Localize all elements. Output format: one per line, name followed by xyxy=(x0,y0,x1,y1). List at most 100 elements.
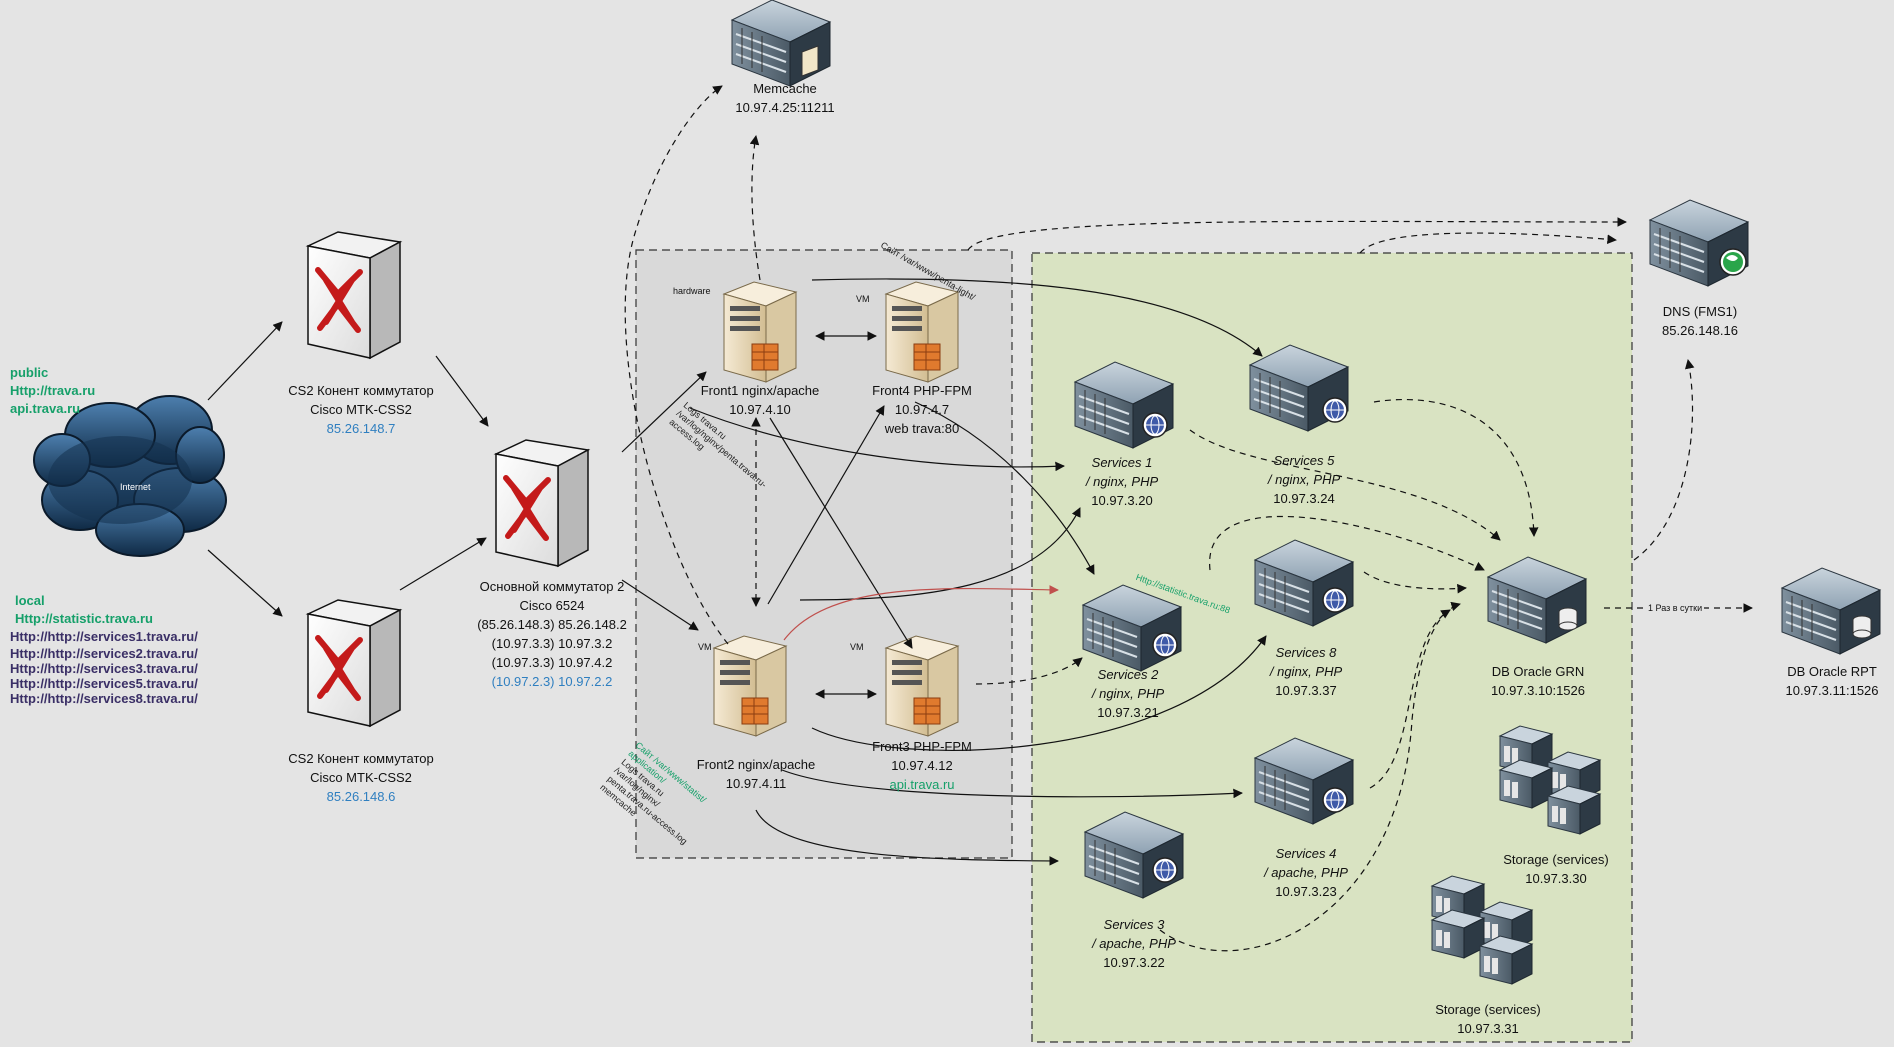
link-zone-dns xyxy=(1359,232,1617,254)
front2-ip: 10.97.4.11 xyxy=(725,776,787,791)
services8-label: Services 8 / nginx, PHP 10.97.3.37 xyxy=(1270,643,1342,700)
link-cs2top-main xyxy=(435,355,489,427)
link-services2-dbgrn xyxy=(1209,515,1485,571)
services8-name: Services 8 xyxy=(1275,645,1337,660)
main-switch-ip1: (85.26.148.3) 85.26.148.2 xyxy=(477,617,627,632)
storage1-ip: 10.97.3.30 xyxy=(1525,871,1587,886)
internet-label: Internet xyxy=(120,482,151,492)
front1-name: Front1 nginx/apache xyxy=(700,383,820,398)
memcache-ip: 10.97.4.25:11211 xyxy=(735,100,835,115)
local-services5-link[interactable]: Http://http://services5.trava.ru/ xyxy=(10,676,198,691)
storage2-name: Storage (services) xyxy=(1435,1002,1541,1017)
cs2-bottom-ip: 85.26.148.6 xyxy=(326,789,396,804)
public-link-site[interactable]: Http://trava.ru xyxy=(10,383,96,398)
services2-stack: / nginx, PHP xyxy=(1091,686,1165,701)
services5-label: Services 5 / nginx, PHP 10.97.3.24 xyxy=(1268,451,1340,508)
dns-label: DNS (FMS1) 85.26.148.16 xyxy=(1662,302,1738,340)
link-internet-cs2bottom xyxy=(207,549,283,617)
vm-tag-front2: VM xyxy=(698,642,712,652)
main-switch-ip2: (10.97.3.3) 10.97.3.2 xyxy=(491,636,613,651)
link-services4-dbgrn xyxy=(1369,609,1451,789)
storage1-name: Storage (services) xyxy=(1503,852,1609,867)
link-services3-dbgrn xyxy=(1159,601,1461,952)
storage1-label: Storage (services) 10.97.3.30 xyxy=(1503,850,1608,888)
main-switch-ip3: (10.97.3.3) 10.97.4.2 xyxy=(491,655,613,670)
services2-name: Services 2 xyxy=(1097,667,1159,682)
internet-cloud xyxy=(33,395,227,557)
storage2-label: Storage (services) 10.97.3.31 xyxy=(1435,1000,1540,1038)
front2-label: Front2 nginx/apache 10.97.4.11 xyxy=(697,755,816,793)
local-services3-link[interactable]: Http://http://services3.trava.ru/ xyxy=(10,661,198,676)
link-front2-front4 xyxy=(767,405,885,605)
link-front1-services2 xyxy=(914,401,1095,575)
link-front1-front3 xyxy=(769,417,913,649)
public-link-api[interactable]: api.trava.ru xyxy=(10,401,81,416)
front1-label: Front1 nginx/apache 10.97.4.10 xyxy=(701,381,820,419)
cs2-top-name: CS2 Конент коммутатор xyxy=(288,383,434,398)
cs2-bottom-name: CS2 Конент коммутатор xyxy=(288,751,434,766)
dns-name: DNS (FMS1) xyxy=(1662,304,1738,319)
link-services1-dbgrn xyxy=(1189,429,1501,541)
db-oracle-grn-name: DB Oracle GRN xyxy=(1491,664,1585,679)
link-front2-memcache xyxy=(624,85,729,645)
main-switch-model: Cisco 6524 xyxy=(519,598,585,613)
main-switch-icon xyxy=(496,440,588,566)
db-oracle-grn-label: DB Oracle GRN 10.97.3.10:1526 xyxy=(1491,662,1585,700)
main-switch-label: Основной коммутатор 2 Cisco 6524 (85.26.… xyxy=(477,577,627,691)
front3-ip: 10.97.4.12 xyxy=(891,758,953,773)
link-fronts-dns xyxy=(967,217,1627,251)
local-block: local Http://statistic.trava.ru Http://h… xyxy=(10,592,198,706)
services8-ip: 10.97.3.37 xyxy=(1275,683,1337,698)
dns-ip: 85.26.148.16 xyxy=(1662,323,1738,338)
cs2-top-label: CS2 Конент коммутатор Cisco MTK-CSS2 85.… xyxy=(288,381,433,438)
memcache-label: Memcache 10.97.4.25:11211 xyxy=(735,79,834,117)
services8-stack: / nginx, PHP xyxy=(1269,664,1343,679)
link-front2-services3 xyxy=(755,809,1059,866)
services1-ip: 10.97.3.20 xyxy=(1091,493,1153,508)
front3-label: Front3 PHP-FPM 10.97.4.12 api.trava.ru xyxy=(872,737,972,794)
db-oracle-rpt-icon xyxy=(1781,567,1881,655)
memcache-name: Memcache xyxy=(753,81,817,96)
local-services8-link[interactable]: Http://http://services8.trava.ru/ xyxy=(10,691,198,706)
db-oracle-rpt-ip: 10.97.3.11:1526 xyxy=(1785,683,1879,698)
main-switch-ip4: (10.97.2.3) 10.97.2.2 xyxy=(491,674,613,689)
services3-name: Services 3 xyxy=(1103,917,1165,932)
local-services2-link[interactable]: Http://http://services2.trava.ru/ xyxy=(10,646,198,661)
services4-stack: / apache, PHP xyxy=(1264,865,1348,880)
link-front2-services8 xyxy=(811,635,1267,751)
link-front1-services1 xyxy=(689,407,1065,472)
public-title: public xyxy=(10,365,49,380)
services4-ip: 10.97.3.23 xyxy=(1275,884,1337,899)
services2-label: Services 2 / nginx, PHP 10.97.3.21 xyxy=(1092,665,1164,722)
db-oracle-rpt-label: DB Oracle RPT 10.97.3.11:1526 xyxy=(1785,662,1878,700)
local-statistic-link[interactable]: Http://statistic.trava.ru xyxy=(15,611,153,626)
services4-name: Services 4 xyxy=(1275,846,1337,861)
link-services5-dbgrn xyxy=(1373,398,1539,537)
link-cs2bottom-main xyxy=(399,537,487,591)
front2-server-icon xyxy=(713,635,787,737)
front3-server-icon xyxy=(885,635,959,737)
local-services1-link[interactable]: Http://http://services1.trava.ru/ xyxy=(10,629,198,644)
main-switch-name: Основной коммутатор 2 xyxy=(479,579,625,594)
link-dbgrn-dns xyxy=(1633,359,1695,561)
services1-name: Services 1 xyxy=(1091,455,1153,470)
front4-name: Front4 PHP-FPM xyxy=(872,383,972,398)
link-front2-services2-red xyxy=(783,585,1059,641)
cs2-bottom-label: CS2 Конент коммутатор Cisco MTK-CSS2 85.… xyxy=(288,749,433,806)
storage2-ip: 10.97.3.31 xyxy=(1457,1021,1519,1036)
link-front1-services5 xyxy=(811,278,1263,357)
link-front2-services4 xyxy=(781,769,1243,799)
services3-ip: 10.97.3.22 xyxy=(1103,955,1165,970)
front4-server-icon xyxy=(885,281,959,383)
sync-label: 1 Раз в сутки xyxy=(1646,603,1705,613)
db-oracle-rpt-name: DB Oracle RPT xyxy=(1787,664,1877,679)
services5-stack: / nginx, PHP xyxy=(1267,472,1341,487)
services2-ip: 10.97.3.21 xyxy=(1097,705,1159,720)
dns-server-icon xyxy=(1649,199,1749,287)
public-block: public Http://trava.ru api.trava.ru xyxy=(10,364,95,418)
db-oracle-grn-ip: 10.97.3.10:1526 xyxy=(1491,683,1585,698)
services1-label: Services 1 / nginx, PHP 10.97.3.20 xyxy=(1086,453,1158,510)
link-internet-cs2top xyxy=(207,321,283,401)
cs2-top-switch-icon xyxy=(308,232,400,358)
link-front2-services1 xyxy=(799,507,1081,601)
